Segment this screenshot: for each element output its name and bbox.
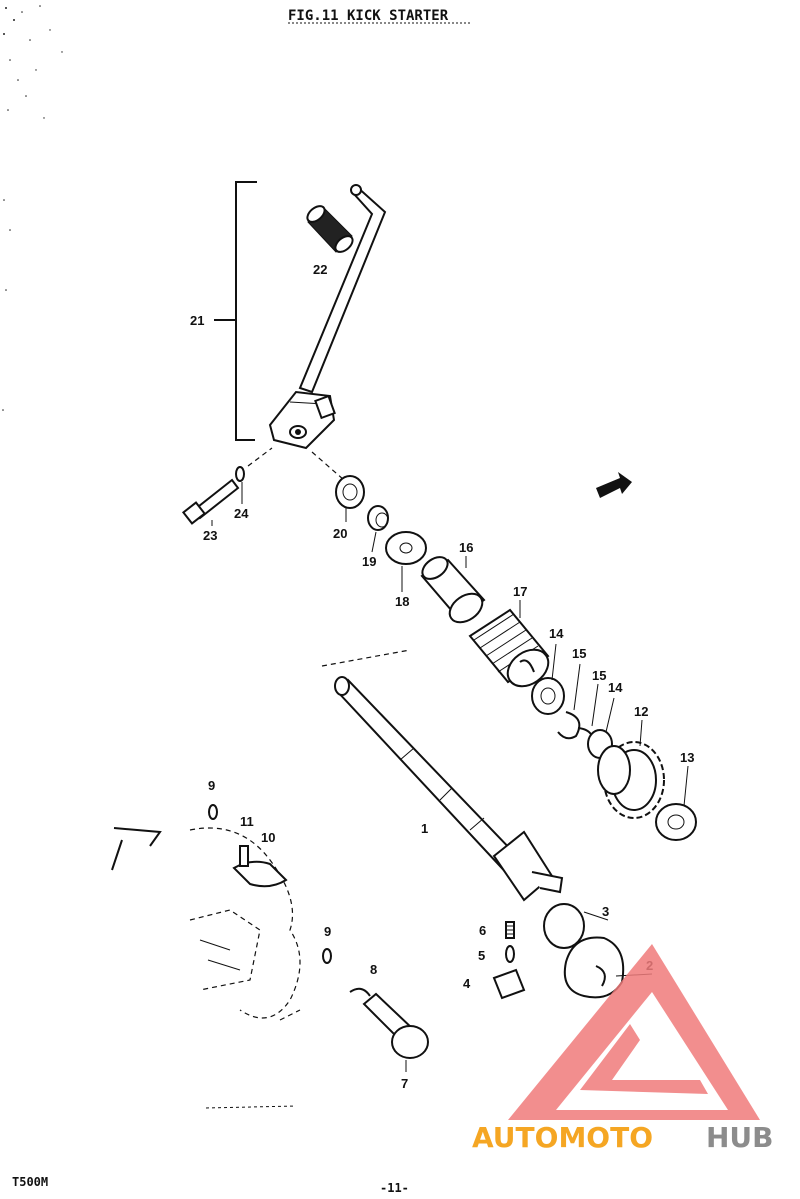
kick-lever xyxy=(268,184,387,450)
automotohub-logo xyxy=(508,944,760,1120)
figure-title: FIG.11 KICK STARTER xyxy=(288,8,449,24)
front-arrow-icon xyxy=(596,472,632,498)
scan-noise xyxy=(2,5,63,411)
bush-19 xyxy=(367,505,389,531)
callout-22: 22 xyxy=(313,262,327,277)
callout-8: 8 xyxy=(370,962,377,977)
guide-16 xyxy=(420,556,486,624)
washer-14a xyxy=(531,677,565,715)
callout-13: 13 xyxy=(680,750,694,765)
callout-10: 10 xyxy=(261,830,275,845)
callout-11: 11 xyxy=(240,814,254,829)
callout-9a: 9 xyxy=(208,778,215,793)
washer-13 xyxy=(655,803,697,841)
callout-21: 21 xyxy=(190,313,204,328)
callout-14a: 14 xyxy=(549,626,564,641)
callout-15b: 15 xyxy=(592,668,606,683)
bracket-21 xyxy=(214,181,257,441)
bolt-11 xyxy=(239,845,249,867)
callout-9b: 9 xyxy=(324,924,331,939)
washer-24 xyxy=(235,466,245,482)
washer-18 xyxy=(385,531,427,565)
callout-20: 20 xyxy=(333,526,347,541)
leader-lines xyxy=(211,482,689,1072)
guide-7 xyxy=(362,992,429,1059)
circlip-15 xyxy=(557,711,581,740)
bolt-23 xyxy=(181,478,240,525)
washer-3 xyxy=(543,903,585,949)
watermark-brand-a: AUTOMOTO xyxy=(472,1121,653,1154)
callout-1: 1 xyxy=(421,821,428,836)
callout-19: 19 xyxy=(362,554,376,569)
callout-18: 18 xyxy=(395,594,409,609)
callout-7: 7 xyxy=(401,1076,408,1091)
spring-6 xyxy=(505,921,515,939)
stopper-4 xyxy=(492,968,526,1000)
callout-15a: 15 xyxy=(572,646,586,661)
cap-2 xyxy=(563,936,625,999)
callout-14b: 14 xyxy=(608,680,623,695)
clip-8 xyxy=(349,987,371,997)
callout-5: 5 xyxy=(478,948,485,963)
callout-24: 24 xyxy=(234,506,249,521)
footer-model: T500M xyxy=(12,1175,48,1189)
grip-22 xyxy=(306,205,354,253)
callout-16: 16 xyxy=(459,540,473,555)
footer-page: -11- xyxy=(380,1181,409,1195)
crankcase-outline xyxy=(111,827,301,1021)
pin-9a xyxy=(208,804,218,820)
callout-4: 4 xyxy=(463,976,471,991)
seal-20 xyxy=(335,475,365,509)
callout-23: 23 xyxy=(203,528,217,543)
callout-17: 17 xyxy=(513,584,527,599)
spring-17 xyxy=(468,608,550,688)
gear-12 xyxy=(597,741,665,819)
pin-5 xyxy=(505,945,515,963)
callout-6: 6 xyxy=(479,923,486,938)
pin-9b xyxy=(322,948,332,964)
callout-12: 12 xyxy=(634,704,648,719)
kick-shaft-1 xyxy=(321,649,564,902)
watermark-brand-b: HUB xyxy=(706,1121,774,1154)
callout-3: 3 xyxy=(602,904,609,919)
